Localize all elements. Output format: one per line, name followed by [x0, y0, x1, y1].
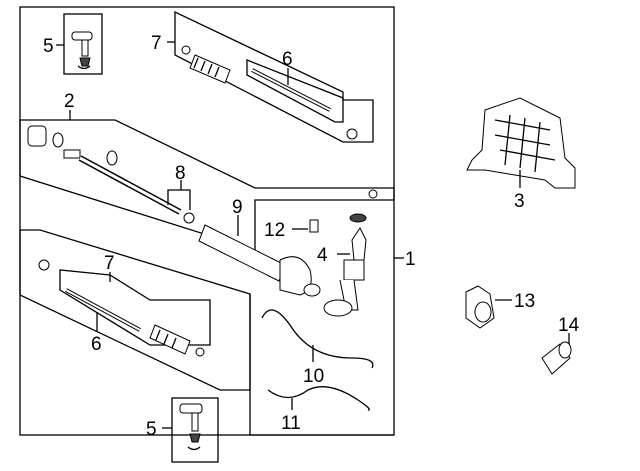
callout-5-top: 5: [43, 36, 54, 57]
fitting-12: [309, 219, 319, 233]
boot-kit-frame-bottom: [19, 229, 251, 391]
inner-tie-rod-bottom: [65, 288, 141, 332]
tie-rod-end-box-top: [63, 13, 103, 75]
assembly-frame: [19, 6, 395, 436]
tie-rod-end-bottom: [179, 403, 203, 451]
callout-12: 12: [264, 220, 285, 241]
callout-10: 10: [303, 366, 324, 387]
boot-bottom: [38, 259, 205, 357]
inner-tie-rod-top: [251, 68, 358, 140]
callout-9: 9: [232, 197, 243, 218]
callout-5-bottom: 5: [146, 419, 157, 440]
rack: [27, 125, 195, 224]
callout-6-top: 6: [282, 49, 293, 70]
callout-1: 1: [405, 249, 416, 270]
return-pipe-11: [267, 386, 370, 411]
sleeve: [541, 341, 572, 375]
inner-tie-rod-frame-bottom: [59, 269, 211, 346]
callout-3: 3: [514, 191, 525, 212]
bushing: [465, 285, 495, 329]
callout-2: 2: [64, 91, 75, 112]
callout-6-bottom: 6: [91, 334, 102, 355]
rack-kit-frame: [19, 119, 395, 251]
pinion-valve: [323, 189, 378, 317]
tie-rod-end-top: [71, 31, 93, 70]
callout-7-top: 7: [151, 33, 162, 54]
steering-gear-housing: [198, 224, 321, 297]
callout-4: 4: [317, 245, 328, 266]
callout-13: 13: [514, 291, 535, 312]
pressure-pipe-10: [261, 309, 374, 369]
callout-11: 11: [281, 413, 301, 434]
callout-8: 8: [175, 163, 186, 184]
inner-tie-rod-frame-top: [246, 59, 344, 123]
boot-top: [181, 45, 231, 84]
tie-rod-end-box-bottom: [171, 397, 219, 463]
callout-7-bottom: 7: [104, 253, 115, 274]
heat-shield: [466, 97, 576, 189]
callout-14: 14: [558, 315, 580, 336]
